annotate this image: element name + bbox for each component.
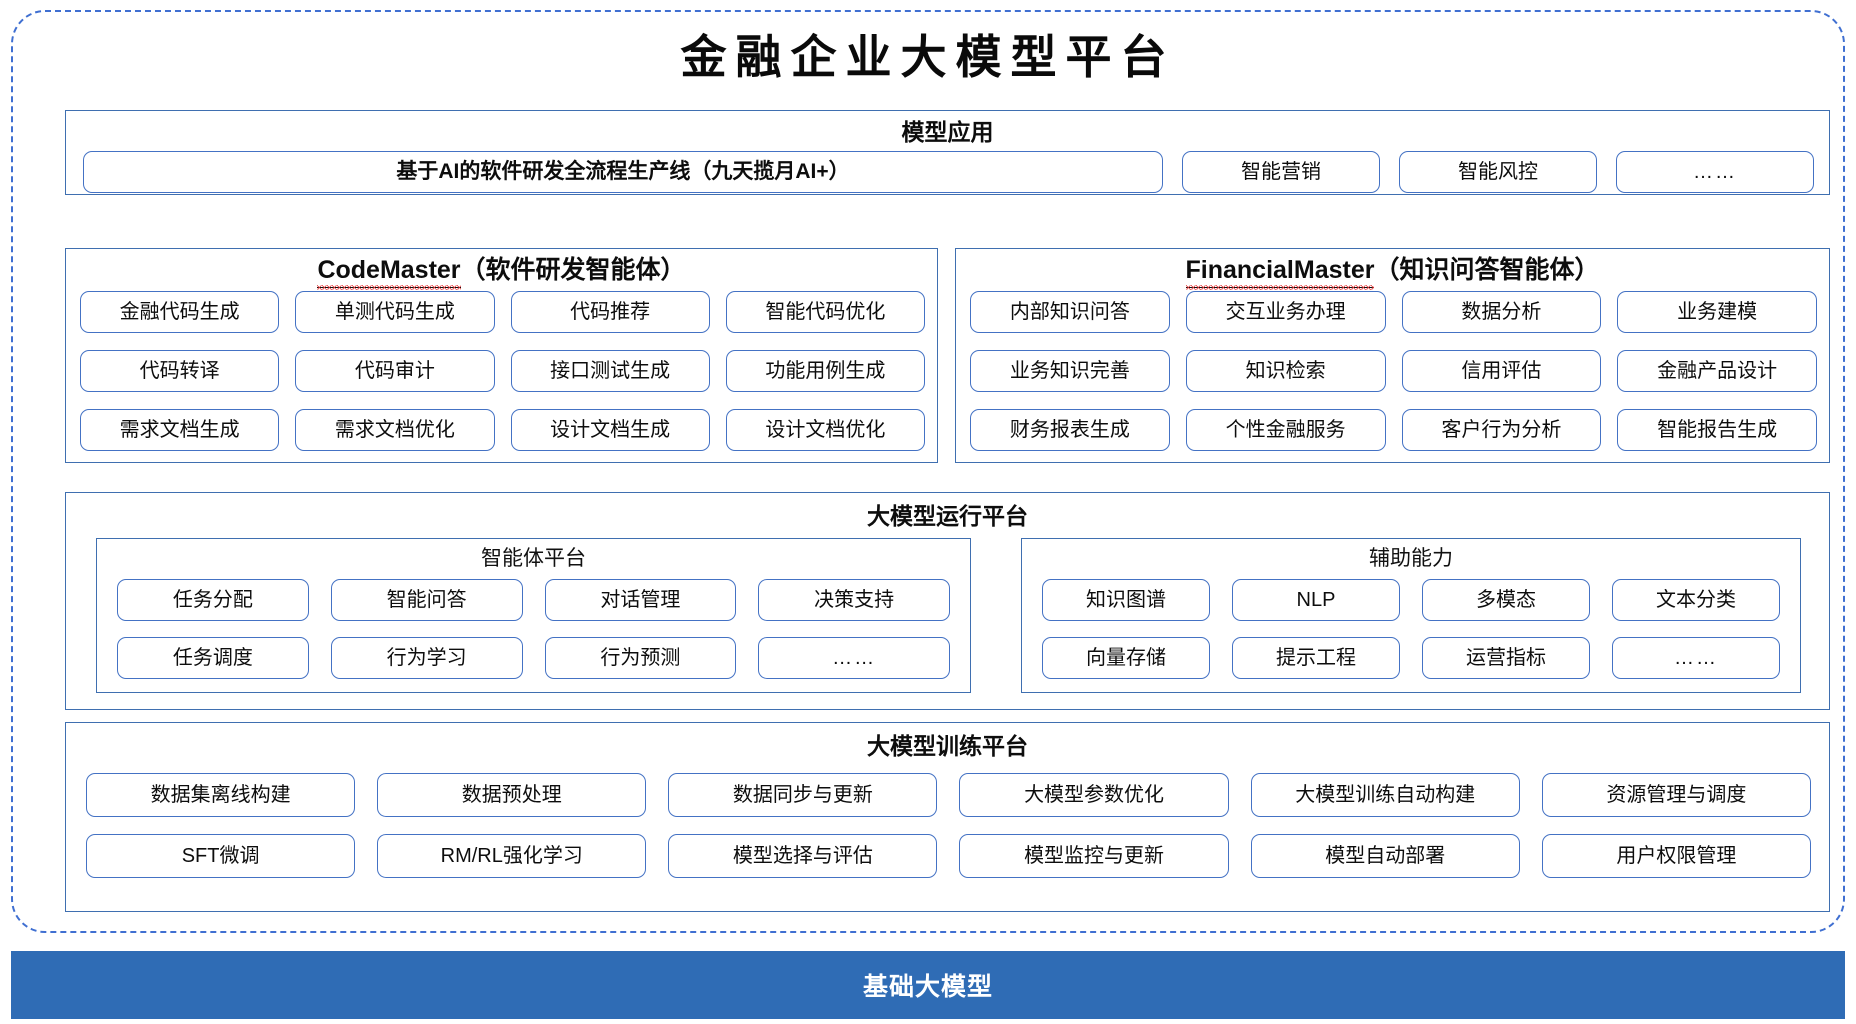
base-model-bar: 基础大模型 — [11, 951, 1845, 1019]
pill-code-smart-optimization[interactable]: 智能代码优化 — [725, 291, 925, 333]
agent-platform-grid: 任务分配 智能问答 对话管理 决策支持 任务调度 行为学习 行为预测 …… — [117, 579, 950, 679]
section-financial-master: FinancialMaster（知识问答智能体） 内部知识问答 交互业务办理 数… — [955, 248, 1830, 463]
pill-fin-smart-report-gen[interactable]: 智能报告生成 — [1617, 409, 1817, 451]
subsection-title-auxiliary-capability: 辅助能力 — [1369, 547, 1453, 570]
section-training-platform: 大模型训练平台 数据集离线构建 数据预处理 数据同步与更新 大模型参数优化 大模… — [65, 722, 1830, 912]
pill-code-req-doc-optimize[interactable]: 需求文档优化 — [295, 409, 495, 451]
pill-fin-product-design[interactable]: 金融产品设计 — [1617, 350, 1817, 392]
pill-code-financial-code-gen[interactable]: 金融代码生成 — [80, 291, 280, 333]
pill-more-applications[interactable]: …… — [1616, 151, 1814, 193]
pill-code-transpilation[interactable]: 代码转译 — [80, 350, 280, 392]
pill-data-sync-update[interactable]: 数据同步与更新 — [668, 773, 938, 817]
pill-code-design-doc-gen[interactable]: 设计文档生成 — [510, 409, 710, 451]
pill-rm-rl-reinforcement[interactable]: RM/RL强化学习 — [377, 834, 647, 878]
pill-nlp[interactable]: NLP — [1232, 579, 1400, 621]
pill-code-design-doc-optimize[interactable]: 设计文档优化 — [725, 409, 925, 451]
pill-sft-finetune[interactable]: SFT微调 — [86, 834, 356, 878]
pill-smart-risk-control[interactable]: 智能风控 — [1399, 151, 1597, 193]
pill-code-req-doc-gen[interactable]: 需求文档生成 — [80, 409, 280, 451]
pill-code-audit[interactable]: 代码审计 — [295, 350, 495, 392]
section-title-model-application: 模型应用 — [901, 119, 994, 145]
pill-model-monitor-update[interactable]: 模型监控与更新 — [959, 834, 1229, 878]
model-application-pill-row: 基于AI的软件研发全流程生产线（九天揽月AI+） 智能营销 智能风控 …… — [66, 151, 1831, 193]
training-platform-grid: 数据集离线构建 数据预处理 数据同步与更新 大模型参数优化 大模型训练自动构建 … — [86, 773, 1811, 878]
pill-fin-knowledge-retrieval[interactable]: 知识检索 — [1185, 350, 1386, 392]
section-runtime-platform: 大模型运行平台 智能体平台 任务分配 智能问答 对话管理 决策支持 任务调度 行… — [65, 492, 1830, 710]
section-title-code-master: CodeMaster（软件研发智能体） — [66, 253, 937, 290]
pill-smart-marketing[interactable]: 智能营销 — [1182, 151, 1380, 193]
code-master-capability-grid: 金融代码生成 单测代码生成 代码推荐 智能代码优化 代码转译 代码审计 接口测试… — [80, 291, 925, 451]
pill-code-unit-test-gen[interactable]: 单测代码生成 — [295, 291, 495, 333]
pill-more-agent-platform[interactable]: …… — [758, 637, 950, 679]
pill-fin-interactive-business[interactable]: 交互业务办理 — [1185, 291, 1386, 333]
financial-master-subtitle: （知识问答智能体） — [1374, 256, 1600, 284]
base-model-label: 基础大模型 — [862, 973, 993, 1001]
section-model-application: 模型应用 基于AI的软件研发全流程生产线（九天揽月AI+） 智能营销 智能风控 … — [65, 110, 1830, 195]
pill-model-auto-deploy[interactable]: 模型自动部署 — [1250, 834, 1520, 878]
pill-more-auxiliary[interactable]: …… — [1612, 637, 1780, 679]
pill-fin-internal-knowledge-qa[interactable]: 内部知识问答 — [970, 291, 1170, 333]
pill-fin-credit-assessment[interactable]: 信用评估 — [1401, 350, 1602, 392]
pill-code-recommendation[interactable]: 代码推荐 — [510, 291, 710, 333]
pill-resource-mgmt-scheduling[interactable]: 资源管理与调度 — [1541, 773, 1811, 817]
pill-fin-business-modeling[interactable]: 业务建模 — [1617, 291, 1817, 333]
pill-dataset-offline-build[interactable]: 数据集离线构建 — [86, 773, 356, 817]
section-title-runtime-platform: 大模型运行平台 — [867, 503, 1028, 529]
pill-prompt-engineering[interactable]: 提示工程 — [1232, 637, 1400, 679]
page-title: 金融企业大模型平台 — [680, 30, 1176, 84]
pill-text-classification[interactable]: 文本分类 — [1612, 579, 1780, 621]
pill-decision-support[interactable]: 决策支持 — [758, 579, 950, 621]
section-title-training-platform: 大模型训练平台 — [867, 733, 1028, 759]
pill-operation-metrics[interactable]: 运营指标 — [1422, 637, 1590, 679]
section-title-financial-master: FinancialMaster（知识问答智能体） — [956, 253, 1829, 290]
pill-code-api-test-gen[interactable]: 接口测试生成 — [510, 350, 710, 392]
auxiliary-capability-grid: 知识图谱 NLP 多模态 文本分类 向量存储 提示工程 运营指标 …… — [1042, 579, 1780, 679]
pill-fin-personalized-service[interactable]: 个性金融服务 — [1185, 409, 1386, 451]
financial-master-capability-grid: 内部知识问答 交互业务办理 数据分析 业务建模 业务知识完善 知识检索 信用评估… — [970, 291, 1817, 451]
subsection-title-agent-platform: 智能体平台 — [481, 547, 586, 570]
pill-code-function-case-gen[interactable]: 功能用例生成 — [725, 350, 925, 392]
code-master-name: CodeMaster — [317, 253, 461, 290]
pill-task-scheduling[interactable]: 任务调度 — [117, 637, 309, 679]
pill-vector-store[interactable]: 向量存储 — [1042, 637, 1210, 679]
financial-master-name: FinancialMaster — [1185, 253, 1375, 290]
pill-dialog-management[interactable]: 对话管理 — [544, 579, 737, 621]
pill-behavior-prediction[interactable]: 行为预测 — [544, 637, 737, 679]
pill-multimodal[interactable]: 多模态 — [1422, 579, 1590, 621]
pill-fin-knowledge-enrichment[interactable]: 业务知识完善 — [970, 350, 1170, 392]
pill-fin-customer-behavior[interactable]: 客户行为分析 — [1401, 409, 1602, 451]
pill-knowledge-graph[interactable]: 知识图谱 — [1042, 579, 1210, 621]
pill-model-param-optimization[interactable]: 大模型参数优化 — [959, 773, 1229, 817]
pill-user-permission-mgmt[interactable]: 用户权限管理 — [1541, 834, 1811, 878]
pill-fin-data-analysis[interactable]: 数据分析 — [1401, 291, 1602, 333]
pill-behavior-learning[interactable]: 行为学习 — [330, 637, 523, 679]
pill-fin-financial-report-gen[interactable]: 财务报表生成 — [970, 409, 1170, 451]
pill-model-selection-eval[interactable]: 模型选择与评估 — [668, 834, 938, 878]
pill-training-auto-build[interactable]: 大模型训练自动构建 — [1250, 773, 1520, 817]
outer-dashed-frame — [11, 10, 1845, 933]
subsection-auxiliary-capability: 辅助能力 知识图谱 NLP 多模态 文本分类 向量存储 提示工程 运营指标 …… — [1021, 538, 1801, 693]
code-master-subtitle: （软件研发智能体） — [460, 256, 686, 284]
subsection-agent-platform: 智能体平台 任务分配 智能问答 对话管理 决策支持 任务调度 行为学习 行为预测… — [96, 538, 971, 693]
pill-task-allocation[interactable]: 任务分配 — [117, 579, 309, 621]
section-code-master: CodeMaster（软件研发智能体） 金融代码生成 单测代码生成 代码推荐 智… — [65, 248, 938, 463]
pill-ai-sdlc-production-line[interactable]: 基于AI的软件研发全流程生产线（九天揽月AI+） — [83, 151, 1163, 193]
pill-data-preprocessing[interactable]: 数据预处理 — [377, 773, 647, 817]
pill-smart-qa[interactable]: 智能问答 — [330, 579, 523, 621]
